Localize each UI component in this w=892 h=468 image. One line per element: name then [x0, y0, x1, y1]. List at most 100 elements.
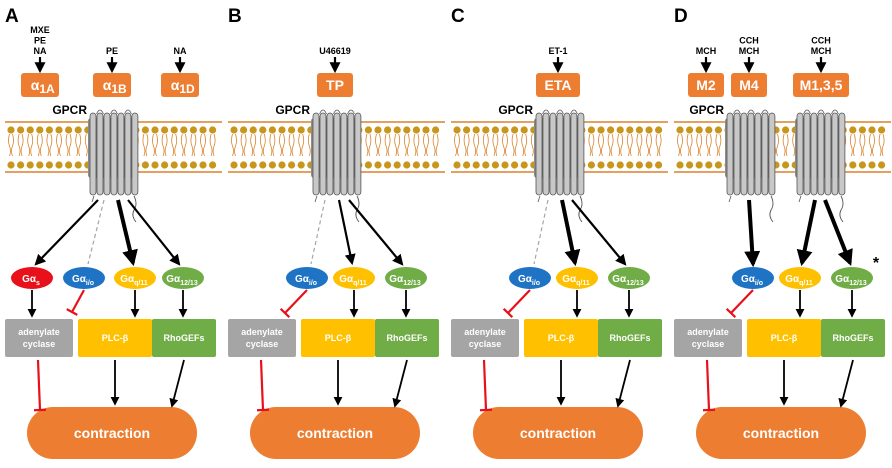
- lipid-head: [298, 126, 305, 133]
- adenylate-cyclase-box: [5, 319, 73, 357]
- lipid-head: [676, 161, 683, 168]
- lipid-tail: [706, 134, 708, 156]
- lipid-tail: [467, 134, 469, 156]
- inhibit-ac-contraction: [484, 360, 486, 410]
- lipid-head: [859, 126, 866, 133]
- lipid-tail: [424, 134, 426, 156]
- lipid-head: [365, 161, 372, 168]
- lipid-tail: [404, 134, 406, 156]
- lipid-tail: [270, 134, 272, 156]
- lipid-tail: [427, 134, 429, 156]
- lipid-tail: [417, 134, 419, 156]
- g-protein-1213-sub: 12/13: [180, 280, 198, 287]
- lipid-head: [636, 126, 643, 133]
- lipid-head: [151, 161, 158, 168]
- lipid-tail: [592, 134, 594, 156]
- lipid-head: [240, 161, 247, 168]
- lipid-head: [269, 126, 276, 133]
- lipid-head: [607, 161, 614, 168]
- lipid-head: [36, 161, 43, 168]
- lipid-tail: [716, 134, 718, 156]
- g-protein-io-sub: i/o: [532, 280, 540, 287]
- lipid-head: [7, 161, 14, 168]
- gpcr-0-helix: [571, 113, 577, 195]
- adenylate-cyclase-box-label: adenylate: [464, 327, 506, 337]
- lipid-head: [492, 126, 499, 133]
- receptor-label: M4: [739, 77, 759, 93]
- arrow-m2-to-gio: [749, 200, 753, 264]
- lipid-head: [868, 161, 875, 168]
- g-protein-q11-sub: q/11: [134, 280, 148, 287]
- rhogef-box-label: RhoGEFs: [386, 333, 427, 343]
- lipid-tail: [477, 134, 479, 156]
- lipid-tail: [690, 134, 692, 156]
- lipid-head: [626, 126, 633, 133]
- lipid-head: [230, 161, 237, 168]
- lipid-head: [259, 161, 266, 168]
- arrow-to-g1213: [572, 200, 625, 264]
- lipid-head: [190, 126, 197, 133]
- lipid-tail: [263, 134, 265, 156]
- gpcr-0-helix: [125, 113, 131, 195]
- ligand-label: CCH: [811, 36, 831, 46]
- lipid-head: [521, 161, 528, 168]
- lipid-tail: [162, 134, 164, 156]
- lipid-tail: [436, 134, 438, 156]
- adenylate-cyclase-box-label: adenylate: [18, 327, 60, 337]
- lipid-tail: [647, 134, 649, 156]
- lipid-tail: [882, 134, 884, 156]
- lipid-tail: [376, 134, 378, 156]
- g-protein-q11-sub: q/11: [799, 280, 813, 287]
- gpcr-0-helix: [313, 113, 319, 195]
- receptor-label: M1,3,5: [800, 77, 843, 93]
- lipid-tail: [165, 134, 167, 156]
- lipid-tail: [531, 134, 533, 156]
- lipid-head: [422, 161, 429, 168]
- lipid-tail: [870, 134, 872, 156]
- lipid-tail: [786, 134, 788, 156]
- lipid-tail: [656, 134, 658, 156]
- adenylate-cyclase-box: [451, 319, 519, 357]
- lipid-head: [626, 161, 633, 168]
- lipid-tail: [455, 134, 457, 156]
- lipid-head: [269, 161, 276, 168]
- lipid-tail: [60, 134, 62, 156]
- lipid-tail: [395, 134, 397, 156]
- arrow-rho-to-contraction: [395, 360, 407, 406]
- lipid-tail: [687, 134, 689, 156]
- arrow-m135-to-gq: [802, 200, 815, 263]
- lipid-tail: [366, 134, 368, 156]
- lipid-head: [384, 161, 391, 168]
- lipid-head: [859, 161, 866, 168]
- lipid-tail: [210, 134, 212, 156]
- g-protein-q11-sub: q/11: [576, 280, 590, 287]
- lipid-tail: [40, 134, 42, 156]
- panel-letter: A: [5, 6, 19, 27]
- gpcr-1-helix: [811, 113, 817, 195]
- lipid-tail: [85, 134, 87, 156]
- plc-beta-box-label: PLC-β: [325, 333, 352, 343]
- lipid-tail: [853, 134, 855, 156]
- lipid-tail: [709, 134, 711, 156]
- arrow-to-gq: [562, 200, 575, 263]
- lipid-head: [142, 161, 149, 168]
- lipid-head: [849, 161, 856, 168]
- lipid-tail: [283, 134, 285, 156]
- lipid-head: [453, 126, 460, 133]
- lipid-head: [190, 161, 197, 168]
- lipid-head: [521, 126, 528, 133]
- lipid-tail: [637, 134, 639, 156]
- lipid-head: [705, 126, 712, 133]
- lipid-head: [394, 161, 401, 168]
- adenylate-cyclase-box-label: cyclase: [246, 339, 279, 349]
- gpcr-0-helix: [557, 113, 563, 195]
- lipid-tail: [407, 134, 409, 156]
- inhibit-ac-contraction: [38, 360, 40, 410]
- gpcr-0-helix: [320, 113, 326, 195]
- inhibit-gio-ac: [731, 290, 753, 313]
- rhogef-box-label: RhoGEFs: [609, 333, 650, 343]
- gpcr-1-tail: [799, 196, 801, 202]
- lipid-head: [432, 161, 439, 168]
